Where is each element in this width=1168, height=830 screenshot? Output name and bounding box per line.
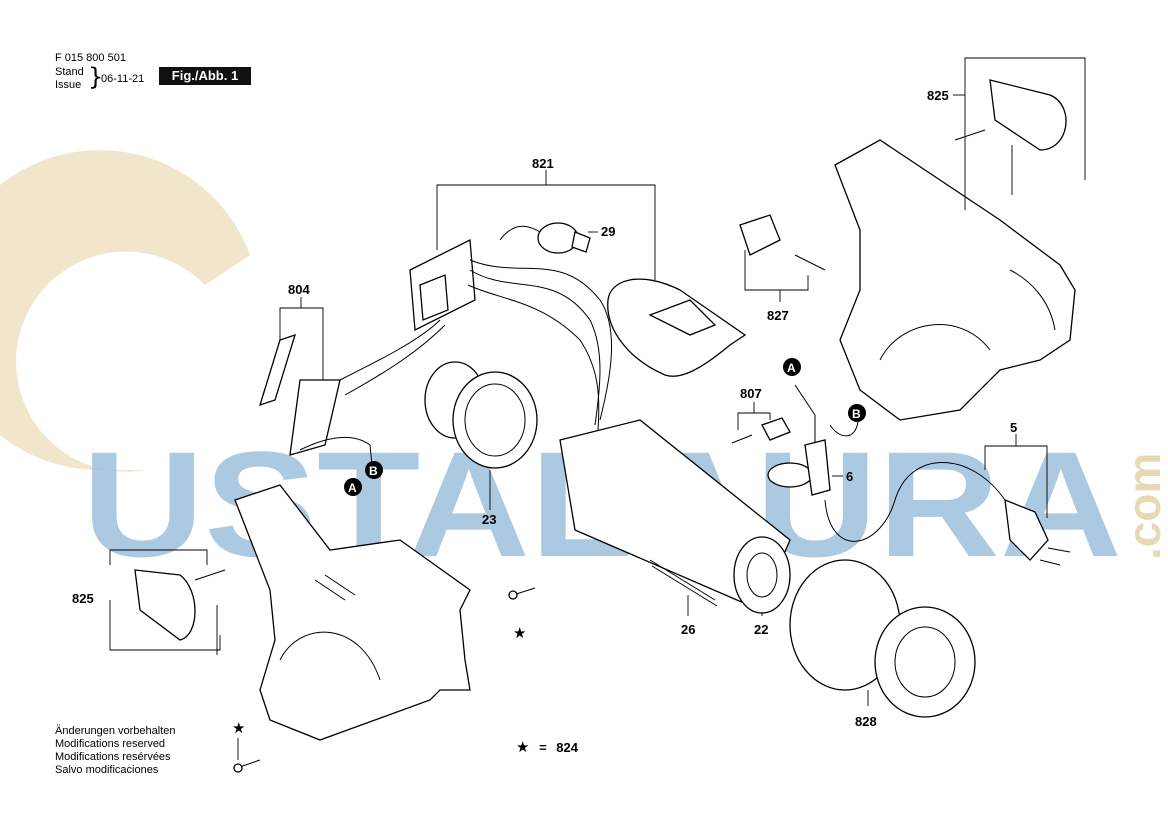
stand-label: Stand [55, 66, 84, 78]
note-fr: Modifications resérvées [55, 751, 171, 763]
clamp-807: 807 [731, 386, 791, 444]
label-22: 22 [754, 622, 768, 637]
connector-a-right: A [787, 361, 796, 375]
switch-wiring-assembly: 821 29 [339, 156, 747, 431]
latch-827: 827 [739, 214, 826, 323]
label-26: 26 [681, 622, 695, 637]
screws: ★ ★ [232, 587, 536, 773]
label-807: 807 [740, 386, 762, 401]
connector-b-right: B [852, 407, 861, 421]
note-en: Modifications reserved [55, 738, 166, 750]
connector-b-left: B [369, 464, 378, 478]
issue-label: Issue [55, 79, 82, 91]
housing-right [834, 139, 1076, 421]
label-29: 29 [601, 224, 615, 239]
note-es: Salvo modificaciones [55, 764, 159, 776]
star-legend-symbol: ★ [516, 738, 530, 756]
label-804: 804 [288, 282, 310, 297]
connector-a-left: A [348, 481, 357, 495]
note-de: Änderungen vorbehalten [55, 725, 176, 737]
label-5: 5 [1010, 420, 1017, 435]
modification-notes: Änderungen vorbehalten Modifications res… [55, 725, 175, 777]
watermark-suffix: .com [1118, 453, 1168, 560]
cable-gland-6: 6 A B [767, 358, 866, 496]
issue-date: 06-11-21 [101, 73, 145, 85]
end-cap-825-left: 825 [72, 549, 226, 655]
nozzle-828: 828 [789, 559, 976, 729]
switch-804: 804 [259, 282, 341, 456]
label-828: 828 [855, 714, 877, 729]
connector-markers-left: A B [299, 436, 383, 496]
star-marker-center: ★ [513, 624, 526, 642]
brace-glyph: } [88, 63, 104, 91]
motor-23: 23 [424, 361, 538, 527]
star-marker-left: ★ [232, 719, 245, 737]
star-legend-part: 824 [556, 740, 578, 755]
watermark-circle [0, 150, 250, 472]
heater-tube: 26 22 [559, 419, 791, 637]
power-cord-5: 5 [824, 420, 1071, 566]
label-825-top: 825 [927, 88, 949, 103]
label-23: 23 [482, 512, 496, 527]
label-827: 827 [767, 308, 789, 323]
label-825-left: 825 [72, 591, 94, 606]
figure-label: Fig./Abb. 1 [159, 67, 251, 85]
label-6: 6 [846, 469, 853, 484]
star-legend: ★ = 824 [516, 738, 578, 756]
label-821: 821 [532, 156, 554, 171]
star-legend-equals: = [539, 740, 547, 755]
end-cap-825-top: 825 [927, 57, 1086, 210]
housing-left [234, 484, 471, 741]
doc-number: F 015 800 501 [55, 52, 126, 64]
